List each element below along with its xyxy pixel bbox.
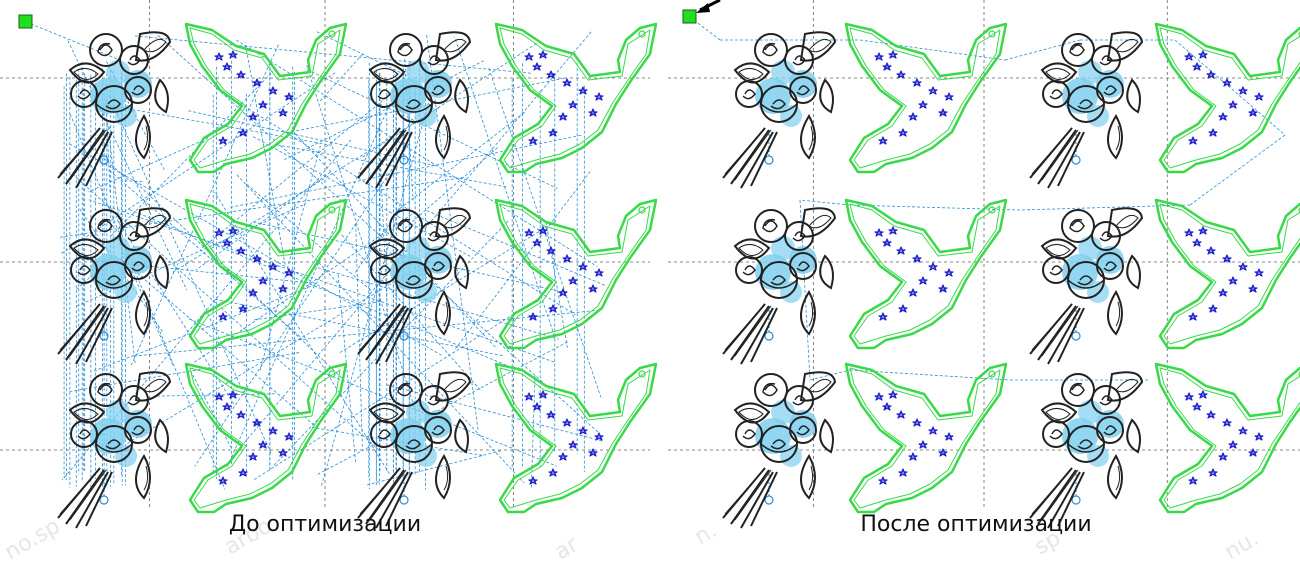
before-dove-r0c1 (186, 24, 346, 172)
before-dove-r1c3 (496, 200, 656, 348)
caption-before: До оптимизации (229, 512, 421, 537)
travel-segment (800, 200, 850, 205)
bouquet-drop-point (1072, 156, 1080, 164)
svg-text:no.sp: no.sp (1, 514, 65, 565)
bouquet-drop-point (765, 332, 773, 340)
after-bouquet-r0c0 (723, 32, 835, 188)
before-bouquet-r0c2 (358, 32, 470, 188)
bouquet-drop-point (765, 496, 773, 504)
bouquet-drop-point (400, 156, 408, 164)
after-bouquet-r0c2 (1030, 32, 1142, 188)
after-dove-r1c1 (846, 200, 1006, 348)
travel-segment (215, 192, 390, 474)
travel-segment (1005, 40, 1080, 60)
travel-segment (135, 36, 531, 73)
after-bouquet-r1c2 (1030, 208, 1142, 364)
svg-text:ar: ar (551, 532, 584, 565)
svg-text:nu.: nu. (1221, 526, 1264, 565)
travel-segment (129, 210, 522, 372)
arrow-icon (696, 0, 720, 13)
before-dove-r2c1 (186, 364, 346, 512)
bouquet-drop-point (400, 496, 408, 504)
before-dove-r0c3 (496, 24, 656, 172)
travel-segment (109, 95, 272, 454)
after-panel (723, 24, 1300, 528)
after-dove-r0c3 (1156, 24, 1300, 172)
start-marker-after (683, 10, 696, 23)
after-dove-r1c3 (1156, 200, 1300, 348)
travel-segment (283, 61, 484, 161)
before-bouquet-r1c2 (358, 208, 470, 364)
after-dove-r2c1 (846, 364, 1006, 512)
travel-segment (338, 275, 356, 464)
after-dove-r0c1 (846, 24, 1006, 172)
bouquet-drop-point (1072, 332, 1080, 340)
travel-segment (317, 342, 568, 475)
bouquet-drop-point (1072, 496, 1080, 504)
travel-segment (1020, 205, 1190, 210)
bouquet-drop-point (100, 496, 108, 504)
travel-segment (277, 145, 506, 187)
svg-text:n.: n. (691, 518, 722, 550)
travel-segment (260, 146, 320, 371)
after-dove-r2c3 (1156, 364, 1300, 512)
caption-after: После оптимизации (860, 512, 1091, 537)
bouquet-drop-point (765, 156, 773, 164)
start-marker-before (19, 15, 32, 28)
before-dove-r2c3 (496, 364, 656, 512)
travel-segment (356, 224, 363, 447)
travel-segment (26, 22, 120, 60)
after-bouquet-r1c0 (723, 208, 835, 364)
